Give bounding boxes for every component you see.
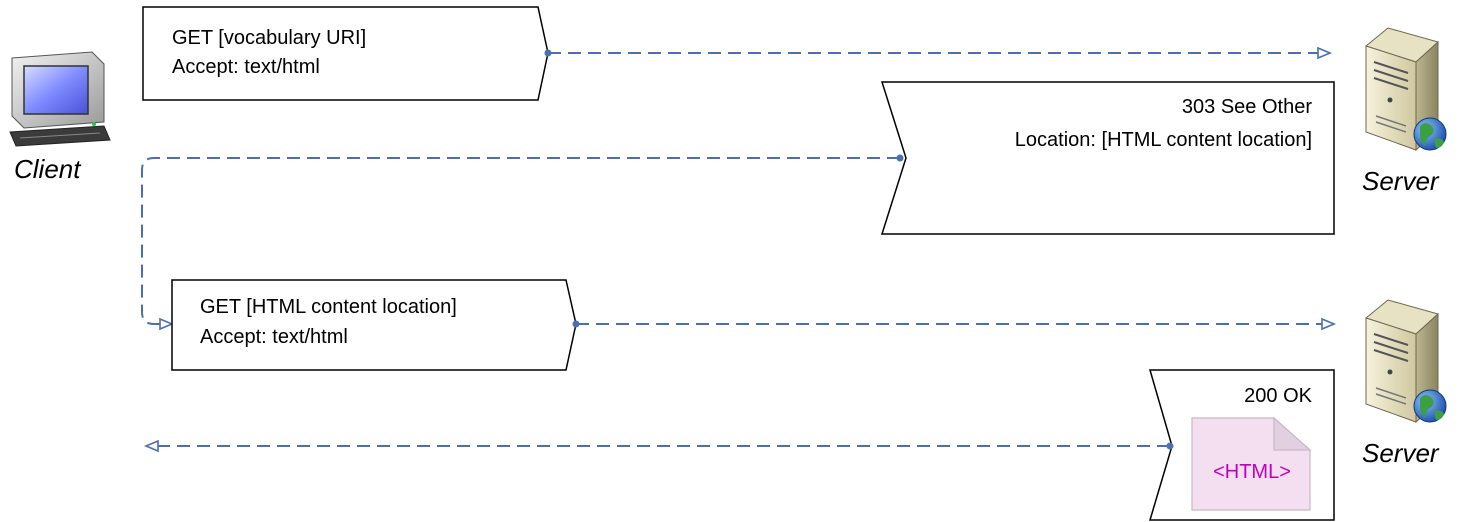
response-line-1: 200 OK — [1244, 385, 1312, 407]
server-globe-icon — [1365, 27, 1447, 151]
request-line-1: GET [HTML content location] — [200, 296, 457, 318]
request-line-2: Accept: text/html — [200, 326, 348, 348]
flow-start-dot — [1166, 442, 1174, 450]
request-message-1: GET [vocabulary URI] Accept: text/html — [142, 6, 1333, 101]
response-line-1: 303 See Other — [1182, 96, 1312, 118]
computer-icon — [9, 51, 111, 147]
flow-start-dot — [896, 154, 904, 162]
request-line-2: Accept: text/html — [172, 56, 320, 78]
arrow-right-icon — [1321, 317, 1337, 331]
request-message-2: GET [HTML content location] Accept: text… — [171, 279, 1337, 371]
response-message-1: 303 See Other Location: [HTML content lo… — [141, 81, 1335, 331]
request-box — [142, 6, 549, 101]
flow-start-dot — [544, 49, 552, 57]
server-label: Server — [1362, 438, 1440, 468]
request-line-1: GET [vocabulary URI] — [172, 27, 366, 49]
request-box — [171, 279, 577, 371]
response-message-2: 200 OK <HTML> — [143, 369, 1335, 521]
arrow-left-icon — [143, 439, 159, 453]
client-label: Client — [14, 154, 82, 184]
server-globe-icon — [1365, 299, 1447, 423]
arrow-right-icon — [159, 317, 175, 331]
response-box — [880, 81, 1335, 235]
flow-start-dot — [572, 320, 580, 328]
server-label: Server — [1362, 166, 1440, 196]
response-line-2: Location: [HTML content location] — [1015, 129, 1312, 151]
html-document-label: <HTML> — [1213, 461, 1291, 483]
arrow-right-icon — [1317, 46, 1333, 60]
html-document-icon — [1191, 416, 1312, 511]
redirect-flow-line — [141, 157, 900, 325]
